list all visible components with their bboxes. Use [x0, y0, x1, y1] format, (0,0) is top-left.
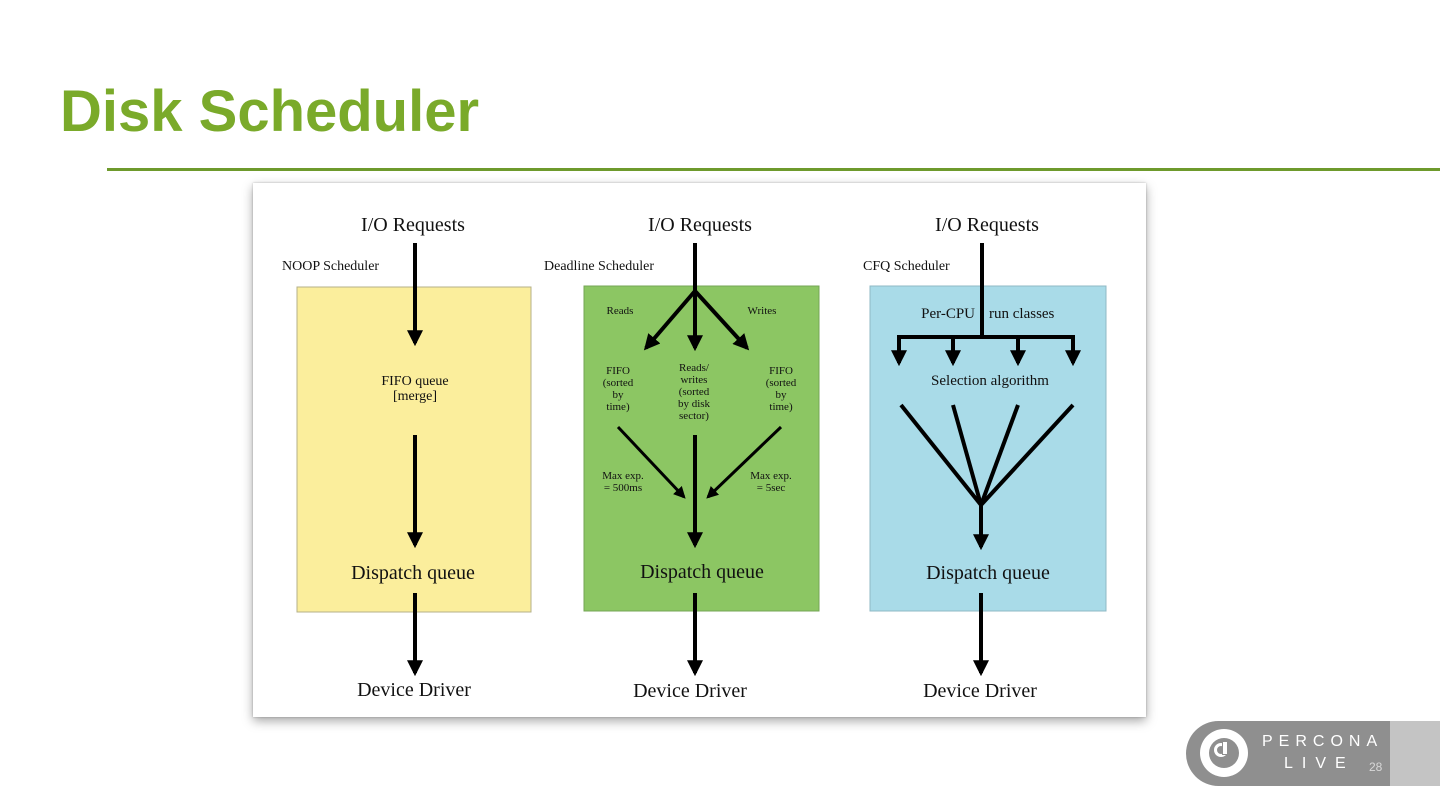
cfq-percpu-label: Per-CPU [921, 306, 975, 322]
deadline-right-fifo-line: (sorted [766, 377, 797, 389]
deadline-center-line: Reads/ [679, 362, 710, 374]
brand-live: LIVE [1284, 755, 1355, 772]
deadline-left-fifo-line: time) [606, 401, 630, 413]
cfq-converge-lines [899, 403, 1075, 507]
footer-tab [1387, 721, 1440, 786]
deadline-writes-label: Writes [748, 305, 777, 317]
deadline-arrow-left [643, 289, 697, 351]
power-icon [1200, 729, 1248, 777]
title-divider [107, 168, 1440, 171]
noop-fifo-queue: FIFO queue [381, 374, 448, 389]
deadline-reads-label: Reads [607, 305, 634, 317]
cfq-io-requests: I/O Requests [935, 214, 1039, 236]
brand-percona: PERCONA [1262, 733, 1384, 750]
cfq-device-driver: Device Driver [923, 680, 1037, 702]
deadline-center-queue: Reads/ writes (sorted by disk sector) [678, 362, 711, 422]
deadline-center-line: (sorted [679, 386, 710, 398]
deadline-right-fifo-line: FIFO [769, 365, 793, 377]
deadline-left-fifo-line: (sorted [603, 377, 634, 389]
deadline-center-line: sector) [679, 410, 709, 422]
noop-scheduler-label: NOOP Scheduler [282, 259, 379, 274]
page-title: Disk Scheduler [60, 79, 480, 144]
deadline-right-max: Max exp. [750, 470, 792, 482]
cfq-panel [869, 285, 1107, 612]
deadline-left-fifo-line: by [613, 389, 625, 401]
cfq-selection-algorithm: Selection algorithm [931, 373, 1049, 389]
noop-device-driver: Device Driver [357, 679, 471, 701]
deadline-left-max: = 500ms [604, 482, 642, 494]
deadline-right-max: = 5sec [757, 482, 786, 494]
noop-io-requests: I/O Requests [361, 214, 465, 236]
cfq-run-classes-label: run classes [989, 306, 1055, 322]
noop-merge: [merge] [393, 389, 437, 404]
deadline-center-line: by disk [678, 398, 711, 410]
deadline-right-fifo-line: by [776, 389, 788, 401]
cfq-dispatch-queue: Dispatch queue [926, 562, 1050, 584]
deadline-dispatch-queue: Dispatch queue [640, 561, 764, 583]
deadline-arrow-left-diag [616, 425, 686, 499]
deadline-left-fifo-line: FIFO [606, 365, 630, 377]
deadline-arrow-right [693, 289, 750, 351]
deadline-scheduler-label: Deadline Scheduler [544, 259, 654, 274]
deadline-right-fifo: FIFO (sorted by time) [766, 365, 797, 413]
scheduler-diagram: I/O Requests NOOP Scheduler FIFO queue [… [253, 183, 1146, 717]
deadline-right-fifo-line: time) [769, 401, 793, 413]
deadline-device-driver: Device Driver [633, 680, 747, 702]
cfq-scheduler-label: CFQ Scheduler [863, 259, 950, 274]
noop-dispatch-queue: Dispatch queue [351, 562, 475, 584]
deadline-left-fifo: FIFO (sorted by time) [603, 365, 634, 413]
deadline-arrow-right-diag [706, 425, 783, 499]
deadline-center-line: writes [681, 374, 708, 386]
deadline-io-requests: I/O Requests [648, 214, 752, 236]
deadline-left-max: Max exp. [602, 470, 644, 482]
percona-live-footer: PERCONA LIVE 28 [1186, 721, 1440, 786]
page-number: 28 [1369, 760, 1383, 774]
